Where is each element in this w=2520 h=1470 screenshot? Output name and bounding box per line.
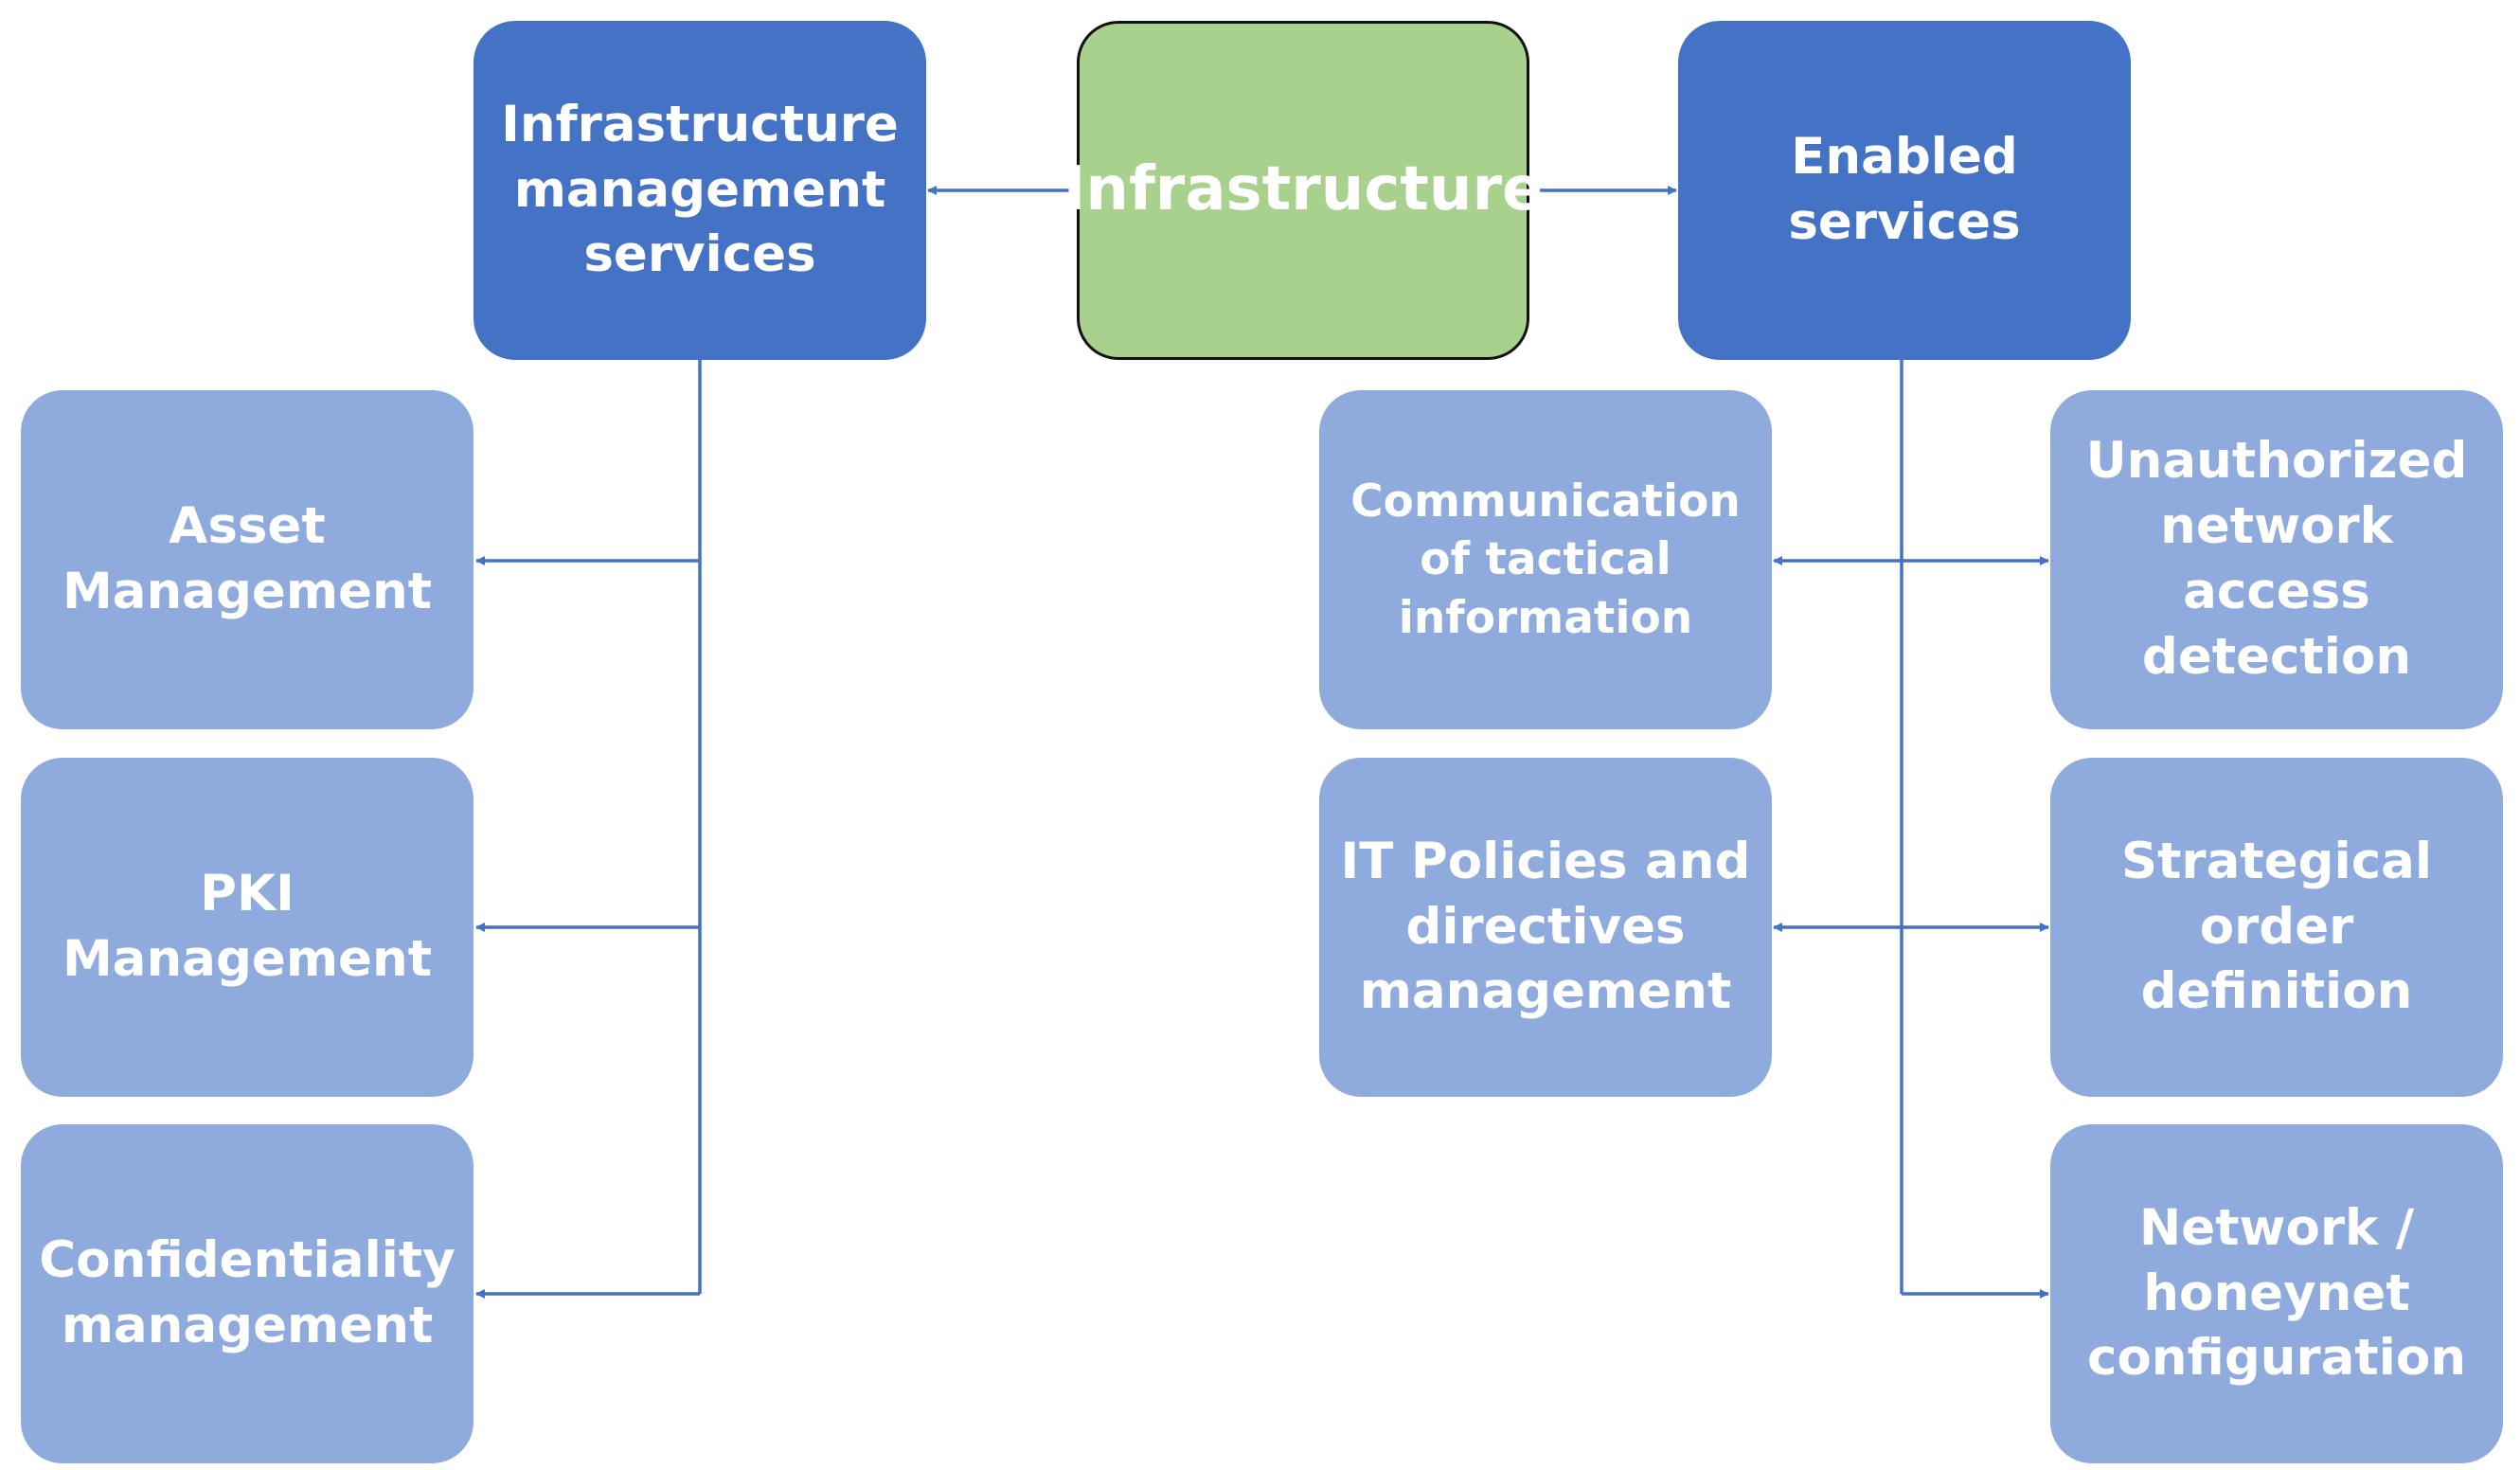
enabled-services-node: Enabled services — [1678, 21, 2131, 360]
communication-tactical-info-label: Communication of tactical information — [1350, 475, 1741, 644]
strategical-order-definition-label: Strategical order definition — [2120, 832, 2433, 1021]
honeynet-configuration-node: Network / honeynet configuration — [2050, 1124, 2503, 1463]
confidentiality-management-node: Confidentiality management — [21, 1124, 474, 1463]
unauthorized-access-detection-label: Unauthorized network access detection — [2085, 432, 2468, 686]
confidentiality-management-label: Confidentiality management — [39, 1231, 456, 1354]
pki-management-label: PKI Management — [62, 865, 433, 988]
pki-management-node: PKI Management — [21, 758, 474, 1097]
asset-management-node: Asset Management — [21, 390, 474, 729]
infrastructure-node: Infrastructure — [1063, 21, 1543, 360]
honeynet-configuration-label: Network / honeynet configuration — [2086, 1198, 2467, 1388]
strategical-order-definition-node: Strategical order definition — [2050, 758, 2503, 1097]
infrastructure-management-services-label: Infrastructure management services — [501, 95, 899, 284]
it-policies-label: IT Policies and directives management — [1340, 832, 1751, 1021]
unauthorized-access-detection-node: Unauthorized network access detection — [2050, 390, 2503, 729]
asset-management-label: Asset Management — [62, 497, 433, 620]
infrastructure-management-services-node: Infrastructure management services — [474, 21, 926, 360]
communication-tactical-info-node: Communication of tactical information — [1319, 390, 1772, 729]
infrastructure-label: Infrastructure — [1063, 154, 1544, 225]
it-policies-node: IT Policies and directives management — [1319, 758, 1772, 1097]
enabled-services-label: Enabled services — [1788, 128, 2021, 251]
